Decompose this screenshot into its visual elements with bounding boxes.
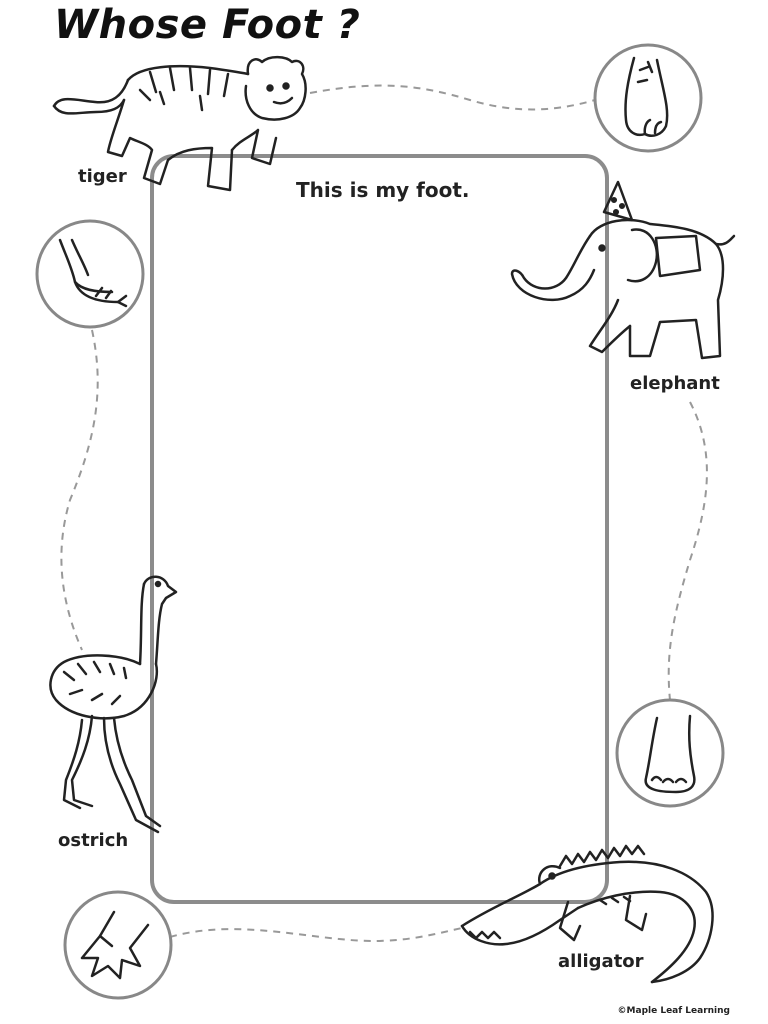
elephant-illustration <box>510 180 736 360</box>
tiger-illustration <box>52 55 307 192</box>
alligator-label: alligator <box>558 951 644 972</box>
alligator-foot-icon <box>80 910 150 980</box>
connector-alligator <box>169 927 463 942</box>
copyright-notice: ©Maple Leaf Learning <box>617 1006 730 1016</box>
connector-tiger <box>309 84 596 111</box>
drawing-frame <box>150 154 609 904</box>
drawing-prompt: This is my foot. <box>296 178 470 202</box>
elephant-foot-icon <box>644 714 696 794</box>
ostrich-illustration <box>49 575 178 834</box>
elephant-foot-circle <box>615 698 725 808</box>
connector-elephant <box>667 401 708 701</box>
tiger-label: tiger <box>78 166 127 187</box>
ostrich-foot-icon <box>58 238 128 308</box>
dashed-connectors <box>60 84 708 942</box>
tiger-foot-circle <box>593 43 703 153</box>
connector-ostrich-foot <box>60 329 99 651</box>
alligator-illustration <box>460 844 714 984</box>
worksheet-title: Whose Foot ? <box>54 2 361 48</box>
ostrich-foot-circle <box>35 219 145 329</box>
tiger-foot-icon <box>624 56 669 137</box>
alligator-foot-circle <box>63 890 173 1000</box>
ostrich-label: ostrich <box>58 830 129 851</box>
elephant-label: elephant <box>630 373 720 394</box>
